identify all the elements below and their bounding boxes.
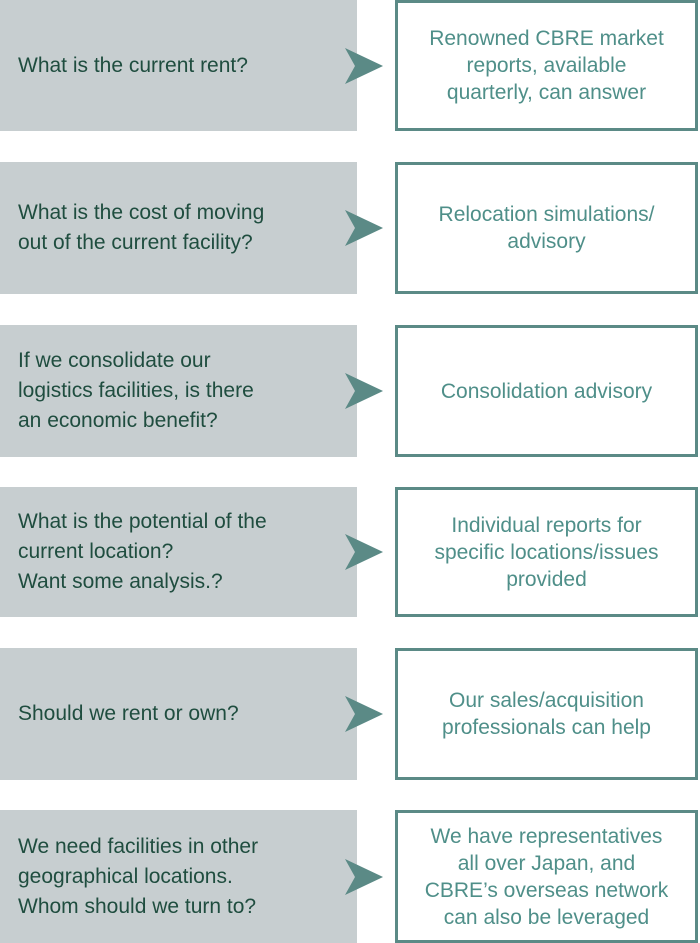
answer-box: Renowned CBRE market reports, available … (395, 0, 698, 131)
qa-row-5: Should we rent or own? Our sales/acquisi… (0, 648, 700, 780)
question-box: What is the cost of moving out of the cu… (0, 162, 357, 294)
arrow-right-icon (345, 47, 383, 84)
question-box: We need facilities in other geographical… (0, 810, 357, 943)
question-box: If we consolidate our logistics faciliti… (0, 325, 357, 457)
answer-box: Relocation simulations/ advisory (395, 162, 698, 294)
arrow-right-icon (345, 534, 383, 570)
answer-box: Individual reports for specific location… (395, 487, 698, 617)
arrow-right-icon (345, 210, 383, 246)
answer-box: Our sales/acquisition professionals can … (395, 648, 698, 780)
question-box: What is the current rent? (0, 0, 357, 131)
question-box: What is the potential of the current loc… (0, 487, 357, 617)
qa-row-1: What is the current rent? Renowned CBRE … (0, 0, 700, 131)
arrow-right-icon (345, 858, 383, 895)
qa-row-2: What is the cost of moving out of the cu… (0, 162, 700, 294)
answer-box: Consolidation advisory (395, 325, 698, 457)
answer-box: We have representatives all over Japan, … (395, 810, 698, 943)
arrow-right-icon (345, 696, 383, 732)
question-box: Should we rent or own? (0, 648, 357, 780)
qa-row-6: We need facilities in other geographical… (0, 810, 700, 943)
qa-row-4: What is the potential of the current loc… (0, 487, 700, 617)
arrow-right-icon (345, 373, 383, 409)
qa-row-3: If we consolidate our logistics faciliti… (0, 325, 700, 457)
